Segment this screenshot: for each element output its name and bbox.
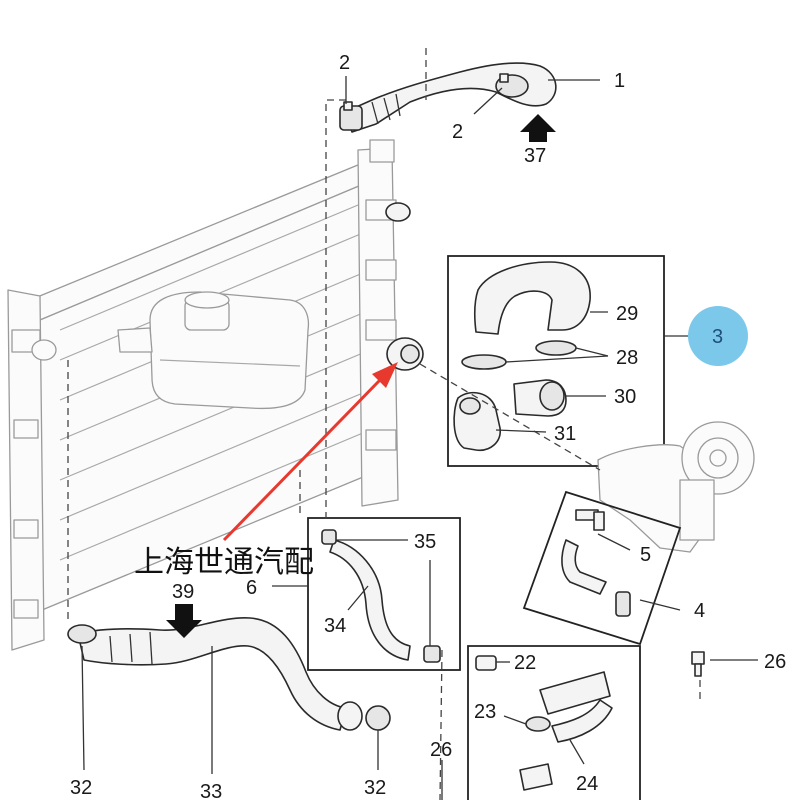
hose-5 — [561, 539, 607, 595]
fitting-22 — [475, 655, 497, 671]
callout-23: 23 — [474, 701, 496, 723]
callout-35: 35 — [414, 531, 436, 553]
callout-32-left: 32 — [70, 777, 92, 799]
kit-box-22-24 — [467, 645, 641, 800]
kit-box-3 — [447, 255, 665, 467]
hose-29 — [473, 261, 591, 335]
hose-clamp-lower-left — [67, 624, 97, 644]
outlet-fitting-31 — [453, 391, 501, 452]
hose-34 — [329, 539, 411, 661]
callout-39: 39 — [172, 581, 194, 603]
callout-badge-3 — [688, 306, 748, 366]
hose-clamp-upper-right — [495, 73, 529, 98]
callout-leaders — [81, 76, 758, 800]
upper-radiator-hose — [344, 62, 557, 133]
pipe-assembly-24 — [519, 671, 613, 791]
thermostat-housing-30 — [513, 379, 567, 417]
clamp-35b — [423, 645, 441, 663]
hose-clamp-upper-left — [339, 101, 363, 131]
red-pointer-head — [372, 362, 398, 388]
clamp-23 — [525, 716, 551, 732]
callout-2-right: 2 — [452, 121, 463, 143]
bolt-5 — [575, 509, 605, 531]
callout-labels: 1 2 2 37 29 28 30 31 3 4 5 35 6 34 39 26… — [70, 52, 786, 800]
seller-watermark: 上海世通汽配 — [134, 545, 314, 580]
callout-37: 37 — [524, 145, 546, 167]
callout-26-bottom: 26 — [430, 739, 452, 761]
callout-33: 33 — [200, 781, 222, 800]
callout-2-top: 2 — [339, 52, 350, 74]
callout-26-right: 26 — [764, 651, 786, 673]
direction-arrow-39 — [166, 604, 202, 638]
kit-box-6 — [307, 517, 461, 671]
callout-31: 31 — [554, 423, 576, 445]
callout-1: 1 — [614, 70, 625, 92]
coolant-expansion-tank — [117, 291, 310, 410]
assembly-centerlines — [67, 48, 701, 800]
callout-34: 34 — [324, 615, 346, 637]
clamp-28b — [535, 340, 577, 356]
callout-4: 4 — [694, 600, 705, 622]
clamp-35a — [321, 529, 337, 545]
bolt-26 — [691, 651, 705, 677]
clamp-28a — [461, 354, 507, 370]
water-pump-housing — [597, 421, 755, 553]
hose-clamp-lower-right — [337, 701, 391, 731]
callout-6: 6 — [246, 577, 257, 599]
callout-32-right: 32 — [364, 777, 386, 799]
callout-30: 30 — [614, 386, 636, 408]
kit-box-4 — [522, 490, 682, 646]
callout-24: 24 — [576, 773, 598, 795]
red-pointer-arrow — [222, 362, 398, 542]
clamp-5 — [615, 591, 631, 617]
callout-22: 22 — [514, 652, 536, 674]
red-pointer-shaft — [222, 378, 382, 542]
callout-28: 28 — [616, 347, 638, 369]
callout-29: 29 — [616, 303, 638, 325]
callout-5: 5 — [640, 544, 651, 566]
direction-arrow-37 — [520, 114, 556, 142]
callout-3: 3 — [712, 326, 723, 348]
